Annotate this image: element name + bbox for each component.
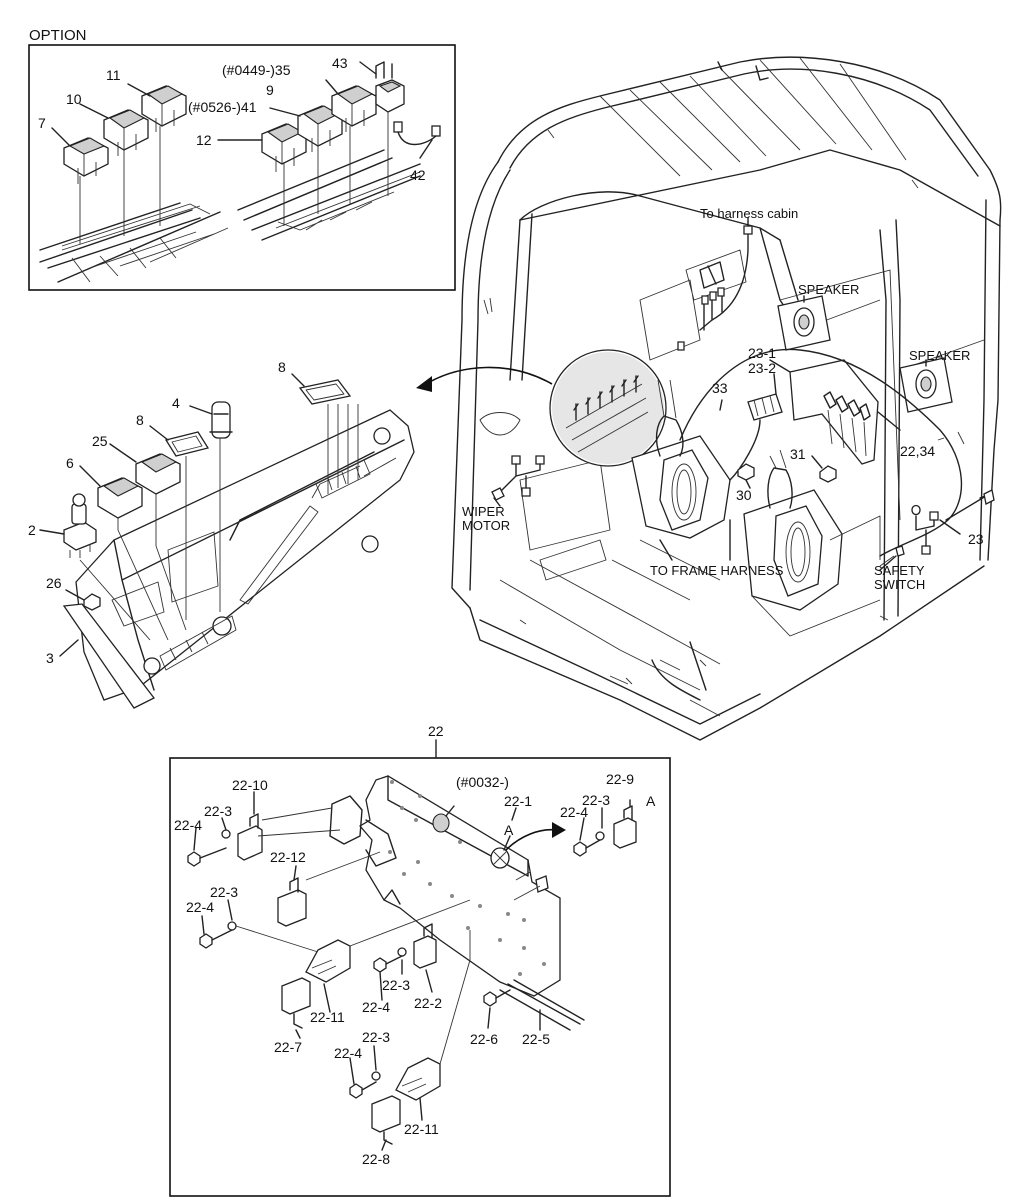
label-23-2: 23-2 <box>748 360 776 376</box>
label-22-34: 22,34 <box>900 443 935 459</box>
label-8-top: 8 <box>278 359 286 375</box>
label-9: 9 <box>266 82 274 98</box>
label-to-harness-cabin: To harness cabin <box>700 206 798 221</box>
relay-board <box>789 359 879 465</box>
label-22-4-a: 22-4 <box>174 817 202 833</box>
label-to-frame-harness: TO FRAME HARNESS <box>650 563 784 578</box>
relay-22-2 <box>413 923 437 969</box>
label-a-right: A <box>646 793 656 809</box>
label-22-5: 22-5 <box>522 1031 550 1047</box>
side-console-panel: 8 8 4 25 6 2 26 3 <box>28 359 415 709</box>
left-joystick <box>631 379 731 539</box>
key-switch-2 <box>63 493 97 558</box>
right-joystick <box>743 449 881 637</box>
label-22-3-b: 22-3 <box>582 792 610 808</box>
label-22-6: 22-6 <box>470 1031 498 1047</box>
label-33: 33 <box>712 380 728 396</box>
label-22-10: 22-10 <box>232 777 268 793</box>
label-31: 31 <box>790 446 806 462</box>
relay-box-detail: 22 <box>169 723 671 1197</box>
label-wiper: WIPER <box>462 504 505 519</box>
label-22-12: 22-12 <box>270 849 306 865</box>
option-switch-10 <box>103 109 149 156</box>
relay-detail-frame <box>169 757 671 1197</box>
label-10: 10 <box>66 91 82 107</box>
label-22-8: 22-8 <box>362 1151 390 1167</box>
label-22-2: 22-2 <box>414 995 442 1011</box>
relay-22-7 <box>281 977 311 1029</box>
label-22-3-a: 22-3 <box>204 803 232 819</box>
label-8-mid: 8 <box>136 412 144 428</box>
label-22-3-d: 22-3 <box>382 977 410 993</box>
label-22-11-a: 22-11 <box>310 1009 345 1025</box>
label-7: 7 <box>38 115 46 131</box>
relay-box-title: 22 <box>428 723 444 739</box>
label-11: 11 <box>106 67 121 83</box>
relay-22-8 <box>371 1095 401 1145</box>
operator-cabin: To harness cabin SPEAKER SPEAKER 23-1 23… <box>416 56 1002 741</box>
option-switch-12 <box>261 123 307 172</box>
relay-bracket-plate <box>359 775 561 997</box>
label-43: 43 <box>332 55 348 71</box>
relay-22-10 <box>237 813 263 861</box>
bolt-26 <box>83 593 101 611</box>
option-switch-41 <box>297 105 343 152</box>
cabin-roof <box>497 56 1002 221</box>
label-a-left: A <box>504 822 514 838</box>
label-0032: (#0032-) <box>456 774 509 790</box>
label-35: (#0449-)35 <box>222 62 291 78</box>
option-title: OPTION <box>29 27 87 44</box>
switch-6 <box>97 477 143 519</box>
switch-25 <box>135 453 181 495</box>
label-6: 6 <box>66 455 74 471</box>
label-25: 25 <box>92 433 108 449</box>
label-30: 30 <box>736 487 752 503</box>
label-12: 12 <box>196 132 212 148</box>
relay-22-9 <box>613 805 637 849</box>
label-23: 23 <box>968 531 984 547</box>
relay-22-12 <box>277 877 307 927</box>
option-switch-7 <box>63 137 109 184</box>
label-switch: SWITCH <box>874 577 925 592</box>
label-22-7: 22-7 <box>274 1039 302 1055</box>
label-3: 3 <box>46 650 54 666</box>
console-body <box>75 409 415 701</box>
option-switch-35 <box>331 85 377 132</box>
lighter-4 <box>209 401 233 439</box>
label-22-4-e: 22-4 <box>334 1045 362 1061</box>
label-safety: SAFETY <box>874 563 925 578</box>
label-22-3-c: 22-3 <box>210 884 238 900</box>
option-frame <box>28 44 456 291</box>
label-2: 2 <box>28 522 36 538</box>
label-22-4-d: 22-4 <box>362 999 390 1015</box>
label-42: 42 <box>410 167 426 183</box>
label-22-3-e: 22-3 <box>362 1029 390 1045</box>
label-speaker-left: SPEAKER <box>798 282 859 297</box>
seal-8-lower <box>164 431 210 457</box>
option-switch-43 <box>375 61 405 113</box>
label-4: 4 <box>172 395 180 411</box>
label-speaker-right: SPEAKER <box>909 348 970 363</box>
option-switch-group: OPTION 11 10 7 (#0449-)35 43 9 (#0526-)4… <box>28 27 456 291</box>
option-switch-11 <box>141 85 187 132</box>
option-connector-42 <box>393 121 441 146</box>
label-22-4-c: 22-4 <box>186 899 214 915</box>
label-motor: MOTOR <box>462 518 510 533</box>
label-22-9: 22-9 <box>606 771 634 787</box>
label-26: 26 <box>46 575 62 591</box>
bolt-30 <box>737 463 755 481</box>
cover-3 <box>62 603 155 709</box>
label-41: (#0526-)41 <box>188 99 257 115</box>
label-22-4-b: 22-4 <box>560 804 588 820</box>
label-23-1: 23-1 <box>748 345 776 361</box>
label-22-1: 22-1 <box>504 793 532 809</box>
bolt-31 <box>819 465 837 483</box>
label-22-11-b: 22-11 <box>404 1121 439 1137</box>
